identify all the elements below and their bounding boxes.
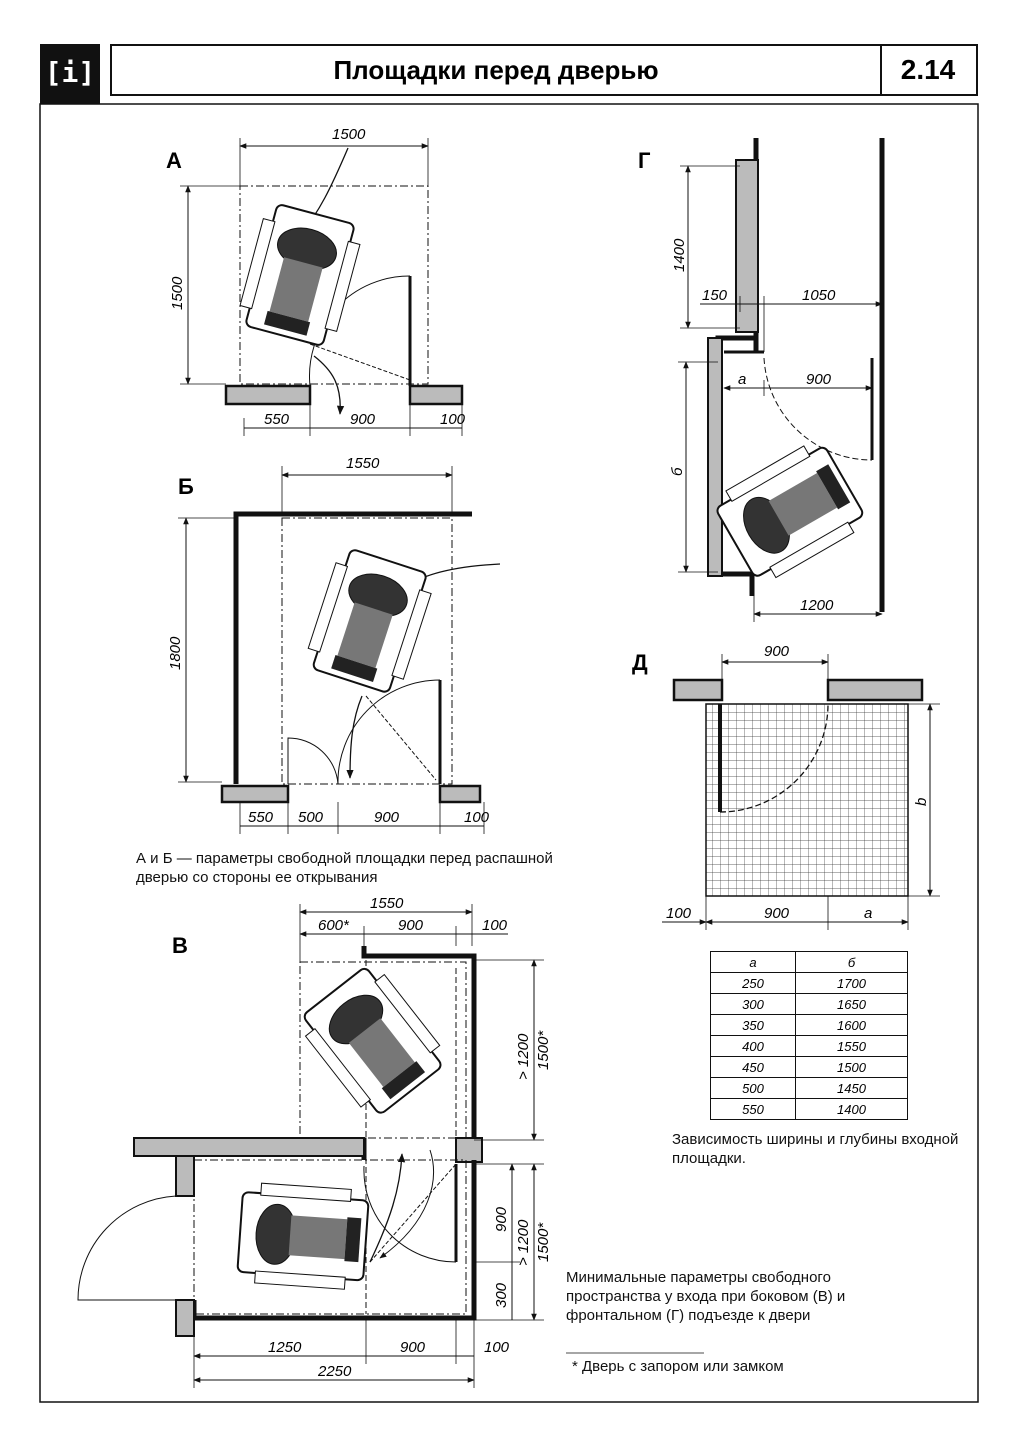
dim-b-100: 100 — [464, 809, 490, 826]
dim-v-2250: 2250 — [317, 1363, 352, 1380]
wheelchair-a — [239, 204, 361, 346]
label-v: В — [172, 933, 188, 958]
dim-d-a: a — [864, 905, 872, 922]
sheet-frame — [39, 103, 979, 1403]
dim-v-900c: 900 — [400, 1339, 426, 1356]
dim-b-depth: 1800 — [167, 636, 184, 670]
title-bar: Площадки перед дверью 2.14 — [110, 44, 978, 96]
caption-vg: Минимальные параметры свободного простра… — [566, 1269, 846, 1324]
dim-a-width: 1500 — [332, 126, 366, 143]
dim-v-300: 300 — [493, 1282, 510, 1308]
label-a: А — [166, 148, 182, 173]
table-cell: 1450 — [794, 1077, 909, 1099]
dim-b-550: 550 — [248, 809, 274, 826]
dim-d-b: b — [913, 798, 930, 806]
table-cell: 350 — [710, 1014, 796, 1036]
table-cell: 1650 — [794, 993, 909, 1015]
dim-v-1200b: > 1200 — [515, 1219, 532, 1266]
dim-a-550: 550 — [264, 411, 290, 428]
dim-g-900: 900 — [806, 371, 832, 388]
dim-v-1500b: 1500* — [535, 1222, 552, 1262]
dim-d-900: 900 — [764, 905, 790, 922]
label-b: Б — [178, 474, 194, 499]
table-cell: 500 — [710, 1077, 796, 1099]
dim-v-1250: 1250 — [268, 1339, 302, 1356]
wheelchair-v-bottom — [236, 1182, 370, 1290]
dim-v-1550: 1550 — [370, 895, 404, 912]
dim-b-900: 900 — [374, 809, 400, 826]
caption-table: Зависимость ширины и глубины входной пло… — [672, 1131, 959, 1167]
dim-g-a: а — [738, 371, 746, 388]
table-header: б — [794, 951, 909, 973]
dim-d-100: 100 — [666, 905, 692, 922]
diagram-d — [662, 654, 940, 930]
table-cell: 1700 — [794, 972, 909, 994]
wheelchair-b — [307, 549, 432, 693]
dim-v-900: 900 — [398, 917, 424, 934]
dim-b-width: 1550 — [346, 455, 380, 472]
table-cell: 300 — [710, 993, 796, 1015]
logo: [i] — [40, 44, 100, 104]
dim-b-500: 500 — [298, 809, 324, 826]
dim-v-900b: 900 — [493, 1206, 510, 1232]
dim-v-1500a: 1500* — [535, 1030, 552, 1070]
dim-v-600: 600* — [318, 917, 350, 934]
dim-v-100b: 100 — [484, 1339, 510, 1356]
diagram-g — [678, 138, 885, 622]
label-g: Г — [638, 148, 651, 173]
dim-a-900: 900 — [350, 411, 376, 428]
wheelchair-g — [716, 445, 864, 579]
table-cell: 1550 — [794, 1035, 909, 1057]
diagram-a — [180, 138, 464, 436]
table-cell: 400 — [710, 1035, 796, 1057]
diagram-v — [77, 904, 544, 1388]
label-d: Д — [632, 650, 648, 675]
table-cell: 1400 — [794, 1098, 909, 1120]
dim-g-1400: 1400 — [671, 238, 688, 272]
table-cell: 250 — [710, 972, 796, 994]
table-cell: 550 — [710, 1098, 796, 1120]
table-cell: 1600 — [794, 1014, 909, 1036]
table-cell: 450 — [710, 1056, 796, 1078]
page-title: Площадки перед дверью — [112, 46, 882, 94]
dim-g-1050: 1050 — [802, 287, 836, 304]
table-cell: 1500 — [794, 1056, 909, 1078]
dim-a-depth: 1500 — [169, 276, 186, 310]
dim-a-100: 100 — [440, 411, 466, 428]
dim-d-900top: 900 — [764, 643, 790, 660]
dim-v-100: 100 — [482, 917, 508, 934]
wheelchair-v-top — [303, 967, 442, 1114]
table-header: а — [710, 951, 796, 973]
sheet-number: 2.14 — [900, 54, 956, 85]
dim-g-1200: 1200 — [800, 597, 834, 614]
footnote: * Дверь с запором или замком — [572, 1358, 784, 1375]
dim-g-b: б — [669, 467, 686, 476]
dim-v-1200a: > 1200 — [515, 1033, 532, 1080]
caption-ab: А и Б — параметры свободной площадки пер… — [136, 850, 553, 886]
dim-g-150: 150 — [702, 287, 728, 304]
diagram-b — [178, 466, 501, 834]
